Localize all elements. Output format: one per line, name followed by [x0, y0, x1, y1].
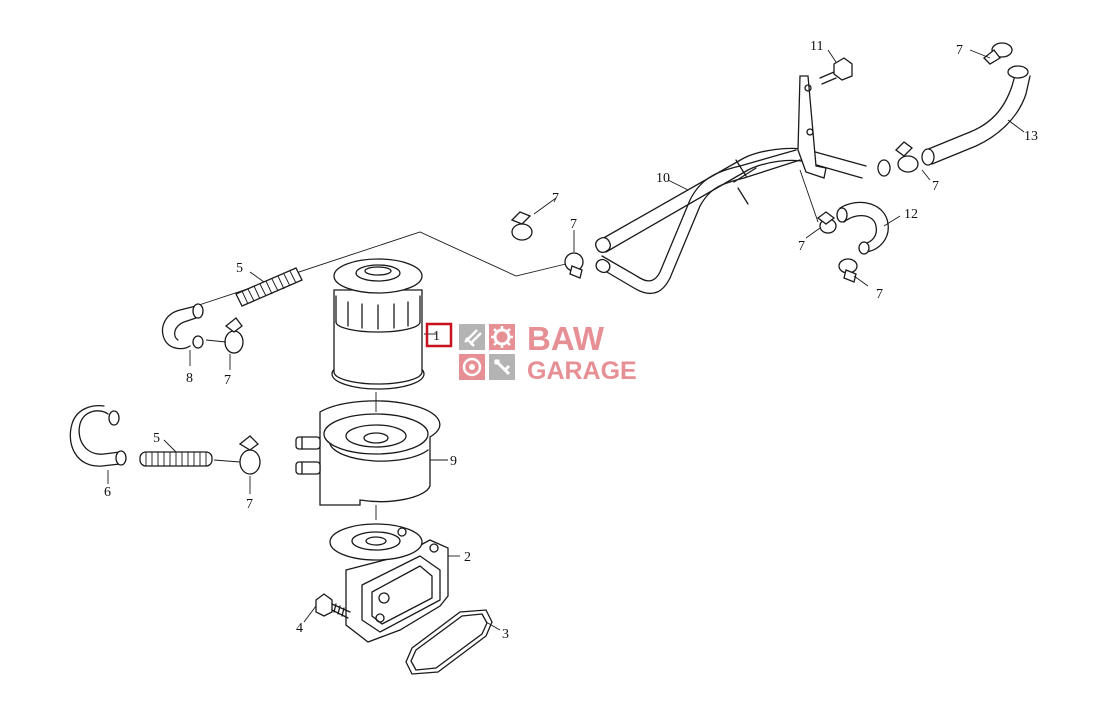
callout-7-top-right[interactable]: 7 [956, 43, 963, 58]
hose-12 [836, 201, 889, 255]
callout-10[interactable]: 10 [656, 171, 670, 186]
callout-labels: 1 2 3 4 5 5 6 7 7 7 7 7 7 7 7 8 9 10 11 … [104, 39, 1038, 642]
filter-head [329, 523, 449, 643]
oil-cooler [295, 392, 441, 520]
callout-7-center-2[interactable]: 7 [570, 217, 577, 232]
wheel-icon [459, 354, 485, 380]
bolt-4 [315, 593, 351, 619]
clamp-upper-left [205, 317, 244, 354]
spring-sleeve-lower [139, 451, 213, 467]
callout-13[interactable]: 13 [1024, 129, 1038, 144]
hose-6 [69, 404, 127, 467]
callout-12[interactable]: 12 [904, 207, 918, 222]
leader-lines [107, 49, 1025, 631]
clamp-center-2 [564, 252, 584, 279]
pipe-assembly-10 [594, 147, 891, 294]
callout-5-upper[interactable]: 5 [236, 261, 243, 276]
clamp-right-1 [895, 141, 919, 173]
watermark-line2: GARAGE [527, 357, 637, 385]
watermark-line1: BAW [527, 320, 605, 357]
link-line-top [195, 231, 575, 307]
callout-2[interactable]: 2 [464, 550, 471, 565]
bracket-and-bolt-11 [797, 57, 853, 179]
spring-sleeve-upper [235, 267, 303, 307]
clamp-lower-left [213, 435, 261, 475]
callout-8[interactable]: 8 [186, 371, 193, 386]
watermark-logo: BAW GARAGE [459, 320, 637, 385]
clamp-center-1 [510, 211, 533, 241]
clamp-top-right [983, 42, 1013, 65]
spark-plug-icon [489, 354, 515, 380]
callout-7-right-2[interactable]: 7 [798, 239, 805, 254]
callout-6[interactable]: 6 [104, 485, 111, 500]
callout-4[interactable]: 4 [296, 621, 303, 636]
selected-callout-box [425, 322, 453, 348]
callout-7-center-1[interactable]: 7 [552, 191, 559, 206]
callout-7-right-3[interactable]: 7 [876, 287, 883, 302]
callout-7-upper-left[interactable]: 7 [224, 373, 231, 388]
piston-icon [459, 324, 485, 350]
callout-5-lower[interactable]: 5 [153, 431, 160, 446]
hose-13 [921, 65, 1031, 166]
clamp-right-2 [816, 211, 837, 234]
callout-3[interactable]: 3 [502, 627, 509, 642]
gasket [405, 609, 493, 675]
gear-icon [489, 324, 515, 350]
oil-filter [331, 258, 425, 390]
callout-7-right-1[interactable]: 7 [932, 179, 939, 194]
callout-7-lower-left[interactable]: 7 [246, 497, 253, 512]
clamp-right-3 [838, 258, 858, 283]
callout-11[interactable]: 11 [810, 39, 823, 54]
callout-1[interactable]: 1 [433, 329, 440, 344]
hose-8 [161, 303, 204, 350]
callout-9[interactable]: 9 [450, 454, 457, 469]
